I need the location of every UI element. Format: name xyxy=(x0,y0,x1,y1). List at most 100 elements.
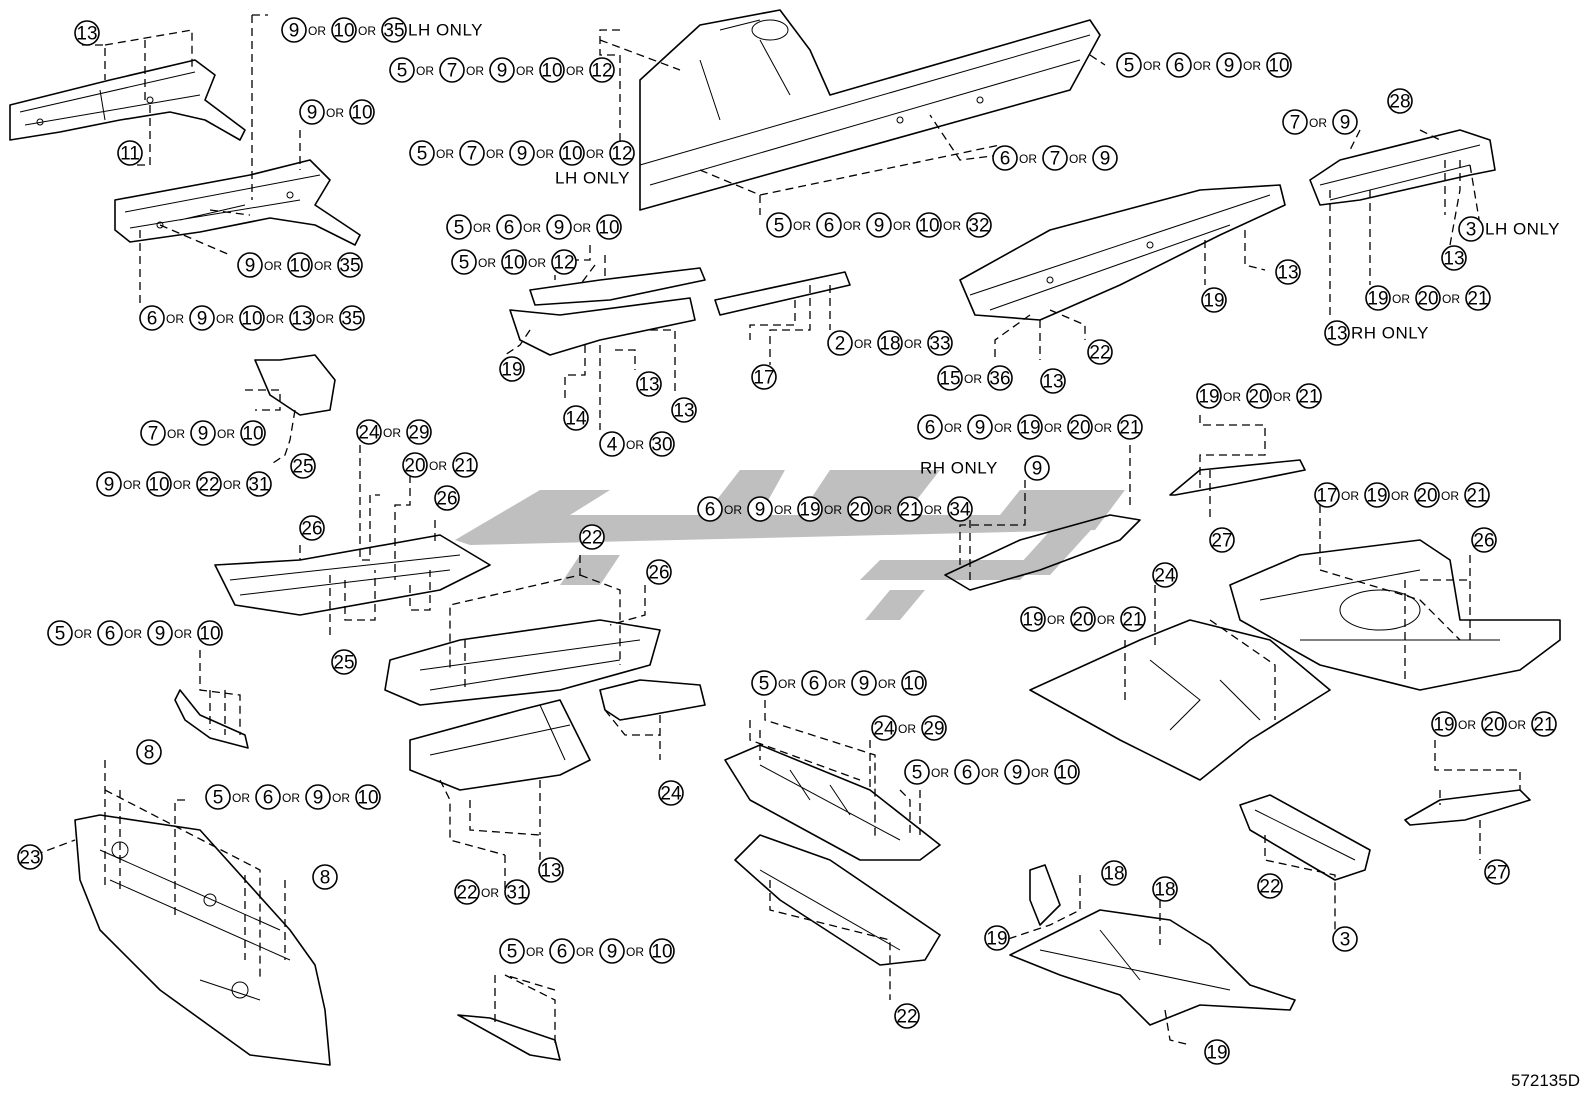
callout: 22 xyxy=(894,1003,920,1029)
callout-circle xyxy=(1004,759,1030,785)
callout: 19 xyxy=(984,925,1010,951)
callout-number: 10 xyxy=(561,144,582,165)
callout-circle xyxy=(331,649,357,675)
callout: 13 xyxy=(1441,245,1467,271)
figure-code: 572135D xyxy=(1510,1071,1580,1090)
callout-number: 23 xyxy=(19,848,40,869)
or-word: OR xyxy=(924,503,942,517)
callout-circle xyxy=(312,864,338,890)
part-front-side-rail-upper-left xyxy=(9,59,246,141)
callout-number: 5 xyxy=(759,674,770,695)
callout-number: 20 xyxy=(1417,289,1438,310)
callout-circle xyxy=(1067,414,1093,440)
callout: 14 xyxy=(563,405,589,431)
callout-number: 13 xyxy=(540,861,561,882)
callout-circle xyxy=(1531,711,1557,737)
or-word: OR xyxy=(216,312,234,326)
callout-number: 25 xyxy=(333,653,354,674)
callout-number: 9 xyxy=(197,309,208,330)
callout-circle xyxy=(1275,259,1301,285)
callout-number: 19 xyxy=(501,360,522,381)
callout-circle xyxy=(439,57,465,83)
callout: 13 xyxy=(74,20,100,46)
or-word: OR xyxy=(1031,766,1049,780)
or-word: OR xyxy=(232,791,250,805)
callout-number: 30 xyxy=(651,435,672,456)
callout-number: 6 xyxy=(105,624,116,645)
callout-circle xyxy=(589,57,615,83)
callout-number: 21 xyxy=(1122,610,1143,631)
callout: 23 xyxy=(17,844,43,870)
or-word: OR xyxy=(898,722,916,736)
callout-number: 10 xyxy=(199,624,220,645)
callout-circle xyxy=(897,496,923,522)
callout-circle xyxy=(1042,145,1068,171)
callout-number: 22 xyxy=(1259,877,1280,898)
callout-number: 21 xyxy=(1533,715,1554,736)
callout: 13 xyxy=(1040,368,1066,394)
callout-circle xyxy=(501,249,527,275)
callout-number: 5 xyxy=(459,253,470,274)
callout-number: 7 xyxy=(1290,113,1301,134)
callout-number: 6 xyxy=(705,500,716,521)
callout-circle xyxy=(349,99,375,125)
callout-circle xyxy=(496,214,522,240)
callout-circle xyxy=(489,57,515,83)
or-word: OR xyxy=(1143,59,1161,73)
callout-number: 10 xyxy=(333,21,354,42)
callout: 13 xyxy=(1275,259,1301,285)
callout-number: 9 xyxy=(607,942,618,963)
callout-circle xyxy=(966,212,992,238)
or-word: OR xyxy=(473,221,491,235)
callout-number: 15 xyxy=(939,369,960,390)
callout-number: 9 xyxy=(1224,56,1235,77)
or-word: OR xyxy=(1223,390,1241,404)
callout-number: 27 xyxy=(1211,531,1232,552)
callout-number: 10 xyxy=(918,216,939,237)
callout-number: 26 xyxy=(301,519,322,540)
callout-circle xyxy=(609,140,635,166)
callout-number: 5 xyxy=(55,624,66,645)
callout-circle xyxy=(246,471,272,497)
or-word: OR xyxy=(1392,292,1410,306)
callout-circle xyxy=(967,414,993,440)
callout-circle xyxy=(538,857,564,883)
callout-number: 10 xyxy=(651,942,672,963)
part-rear-cross-member xyxy=(1239,794,1371,881)
or-word: OR xyxy=(1442,292,1460,306)
callout-circle xyxy=(1216,52,1242,78)
callout: 26 xyxy=(1471,527,1497,553)
callout-circle xyxy=(289,305,315,331)
callout-number: 5 xyxy=(507,942,518,963)
callout-number: 19 xyxy=(1206,1043,1227,1064)
or-word: OR xyxy=(824,503,842,517)
or-word: OR xyxy=(523,221,541,235)
callout-circle xyxy=(240,420,266,446)
callout-number: 19 xyxy=(1022,610,1043,631)
callout-circle xyxy=(1365,285,1391,311)
callout-circle xyxy=(894,1003,920,1029)
callout-number: 22 xyxy=(456,883,477,904)
callout-circle xyxy=(954,759,980,785)
callout-number: 13 xyxy=(638,375,659,396)
or-word: OR xyxy=(266,312,284,326)
or-word: OR xyxy=(1047,613,1065,627)
callout-circle xyxy=(947,496,973,522)
or-word: OR xyxy=(1193,59,1211,73)
callout: 19 xyxy=(499,356,525,382)
or-word: OR xyxy=(566,64,584,78)
callout-number: 24 xyxy=(873,719,895,740)
callout-number: 19 xyxy=(1198,387,1219,408)
callout-number: 6 xyxy=(147,309,158,330)
or-word: OR xyxy=(626,945,644,959)
callout-circle xyxy=(1020,606,1046,632)
callout-number: 7 xyxy=(148,424,159,445)
